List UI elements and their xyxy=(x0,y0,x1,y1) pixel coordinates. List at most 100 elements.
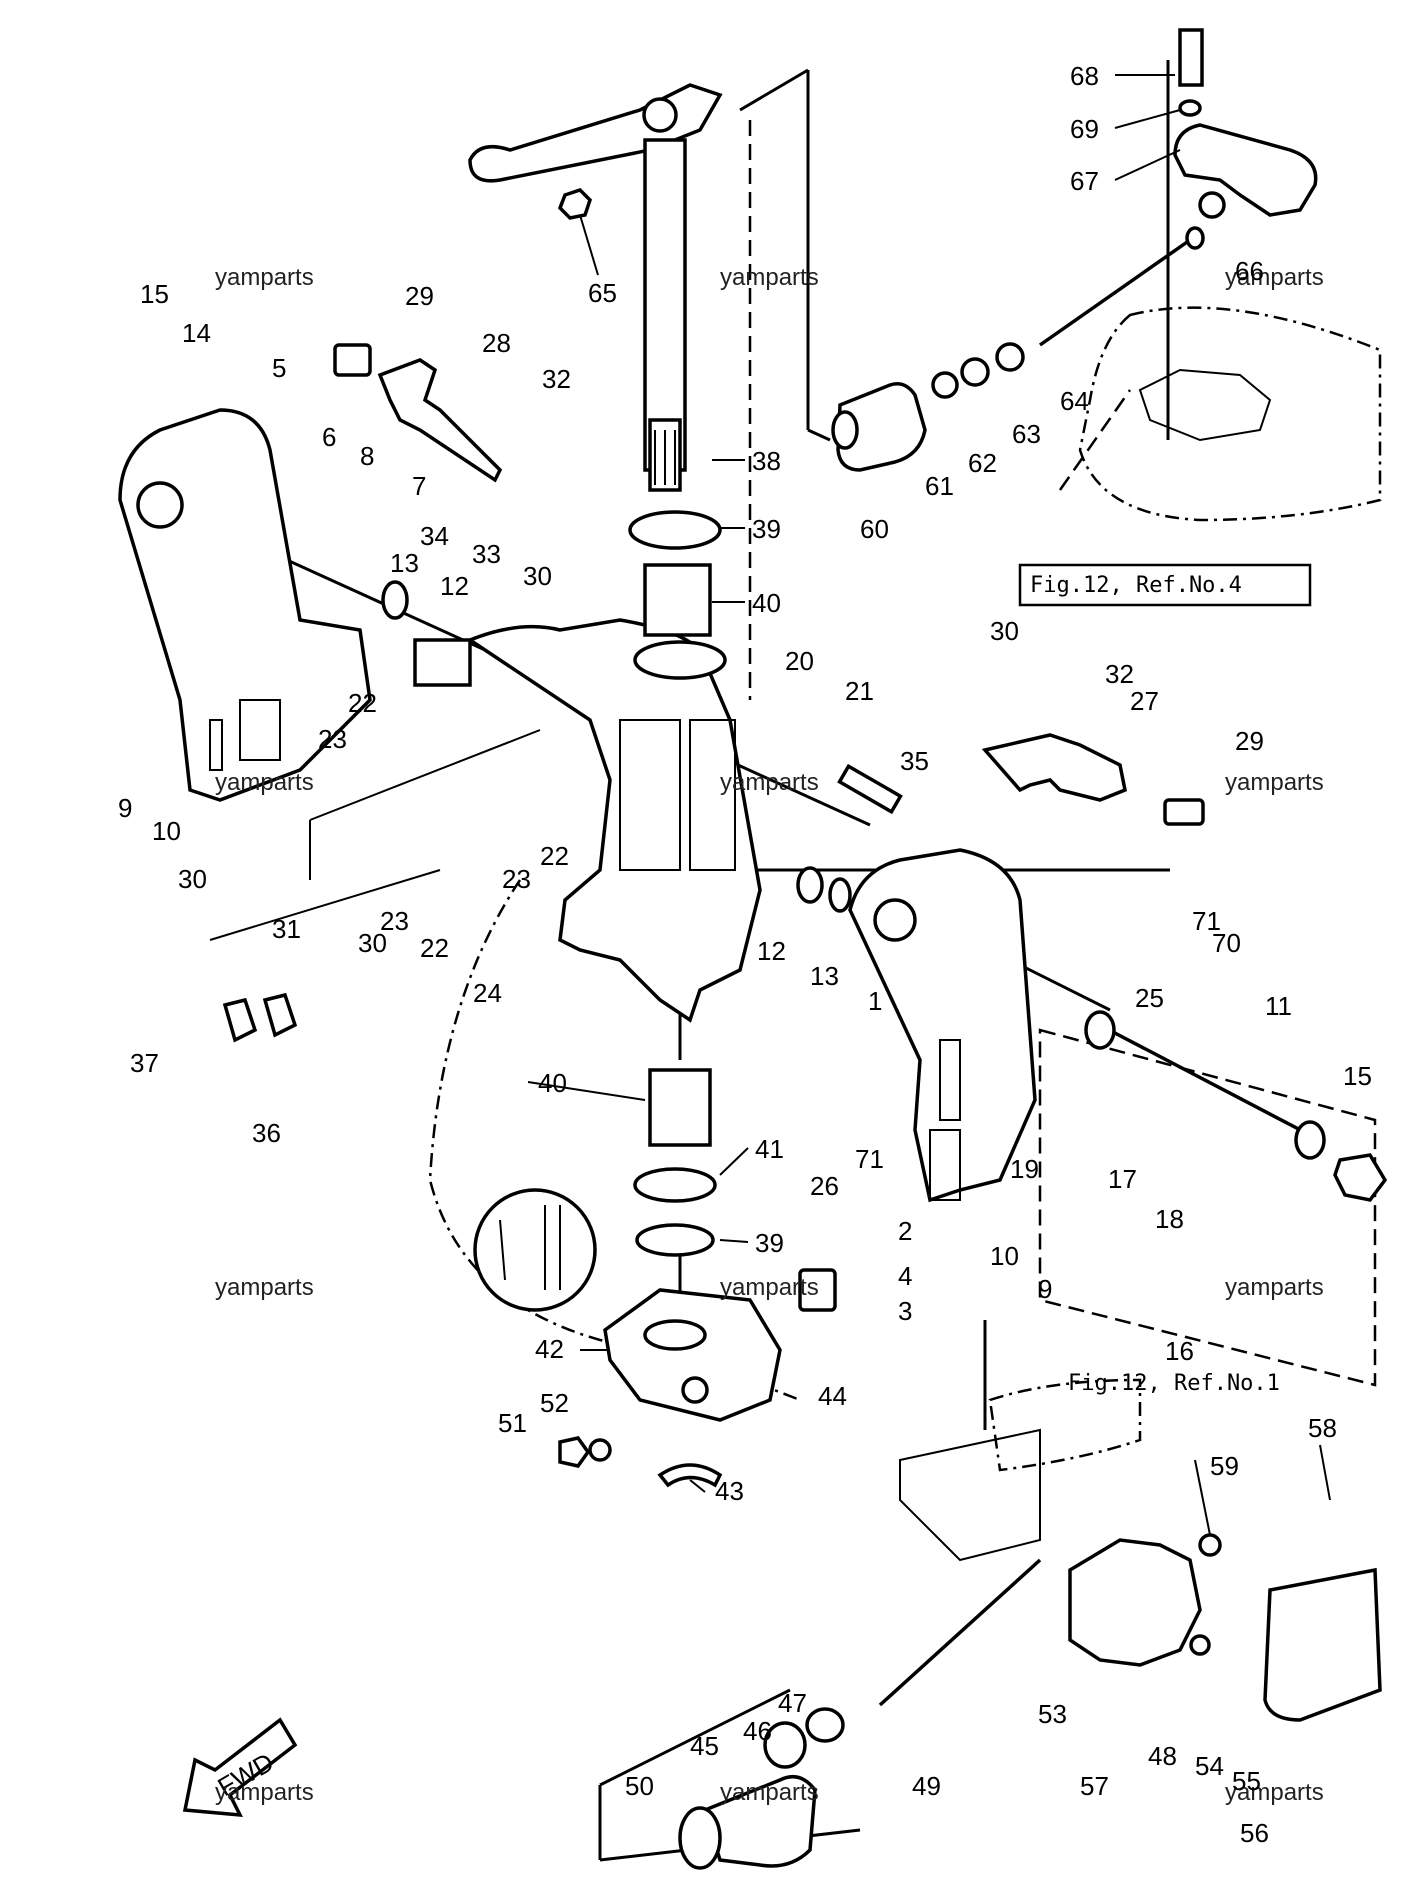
part-label-68: 68 xyxy=(1070,61,1099,91)
part-label-24: 24 xyxy=(473,978,502,1008)
part-label-34: 34 xyxy=(420,521,449,551)
part-label-30: 30 xyxy=(523,561,552,591)
part-label-25: 25 xyxy=(1135,983,1164,1013)
bushings-and-washers xyxy=(222,510,903,1257)
part-label-71b: 71 xyxy=(855,1144,884,1174)
part-label-9b: 9 xyxy=(1038,1274,1052,1304)
upper-mount-cover-67 xyxy=(1173,28,1318,219)
part-label-59: 59 xyxy=(1210,1451,1239,1481)
watermark-text: yamparts xyxy=(720,1779,819,1806)
part-label-33: 33 xyxy=(472,539,501,569)
part-label-13: 13 xyxy=(390,548,419,578)
fig-ref4-outline xyxy=(1018,306,1382,607)
part-label-67: 67 xyxy=(1070,166,1099,196)
part-label-23c: 23 xyxy=(380,906,409,936)
part-label-17: 17 xyxy=(1108,1164,1137,1194)
part-label-45: 45 xyxy=(690,1731,719,1761)
part-label-47: 47 xyxy=(778,1688,807,1718)
part-label-56: 56 xyxy=(1240,1818,1269,1848)
clamp-bracket-left xyxy=(118,408,372,802)
part-label-48: 48 xyxy=(1148,1741,1177,1771)
part-label-46: 46 xyxy=(743,1716,772,1746)
part-label-19: 19 xyxy=(1010,1154,1039,1184)
part-label-7: 7 xyxy=(412,471,426,501)
part-label-28: 28 xyxy=(482,328,511,358)
part-label-10b: 10 xyxy=(990,1241,1019,1271)
watermark-text: yamparts xyxy=(215,264,314,291)
part-label-10: 10 xyxy=(152,816,181,846)
part-label-26: 26 xyxy=(810,1171,839,1201)
watermarks: yamparts yamparts yamparts yamparts yamp… xyxy=(215,264,1324,1806)
part-label-41: 41 xyxy=(755,1134,784,1164)
watermark-text: yamparts xyxy=(1225,264,1324,291)
part-label-30c: 30 xyxy=(358,928,387,958)
part-label-32: 32 xyxy=(542,364,571,394)
part-label-69: 69 xyxy=(1070,114,1099,144)
watermark-text: yamparts xyxy=(1225,1274,1324,1301)
part-label-12: 12 xyxy=(440,571,469,601)
part-label-3: 3 xyxy=(898,1296,912,1326)
watermark-text: yamparts xyxy=(1225,769,1324,796)
part-label-15: 15 xyxy=(140,279,169,309)
part-callouts: 1 2 3 4 5 6 7 8 9 9 10 10 11 12 12 13 13… xyxy=(118,61,1372,1848)
part-label-39b: 39 xyxy=(755,1228,784,1258)
part-label-50: 50 xyxy=(625,1771,654,1801)
part-label-22c: 22 xyxy=(420,933,449,963)
part-label-1: 1 xyxy=(868,986,882,1016)
part-label-66: 66 xyxy=(1235,256,1264,286)
watermark-text: yamparts xyxy=(720,264,819,291)
part-label-6: 6 xyxy=(322,422,336,452)
part-label-35: 35 xyxy=(900,746,929,776)
part-label-12b: 12 xyxy=(757,936,786,966)
lower-mount-45 xyxy=(678,1558,1042,1870)
part-label-38: 38 xyxy=(752,446,781,476)
fig-ref1-outline xyxy=(899,1378,1142,1562)
lower-mount-housing-42 xyxy=(558,1268,837,1488)
part-label-32b: 32 xyxy=(1105,659,1134,689)
steering-arm-assembly xyxy=(468,83,723,492)
part-label-54: 54 xyxy=(1195,1751,1224,1781)
tilt-tube-11 xyxy=(1084,1010,1388,1202)
part-label-39: 39 xyxy=(752,514,781,544)
part-label-37: 37 xyxy=(130,1048,159,1078)
part-label-8: 8 xyxy=(360,441,374,471)
part-label-60: 60 xyxy=(860,514,889,544)
part-label-63: 63 xyxy=(1012,419,1041,449)
part-label-18: 18 xyxy=(1155,1204,1184,1234)
part-label-4: 4 xyxy=(898,1261,912,1291)
part-label-58: 58 xyxy=(1308,1413,1337,1443)
part-label-20: 20 xyxy=(785,646,814,676)
part-label-71: 71 xyxy=(1192,906,1221,936)
part-label-31: 31 xyxy=(272,914,301,944)
part-label-49: 49 xyxy=(912,1771,941,1801)
watermark-text: yamparts xyxy=(720,1274,819,1301)
part-label-13b: 13 xyxy=(810,961,839,991)
part-label-36: 36 xyxy=(252,1118,281,1148)
watermark-text: yamparts xyxy=(1225,1779,1324,1806)
part-label-2: 2 xyxy=(898,1216,912,1246)
part-label-11: 11 xyxy=(1265,991,1292,1021)
part-label-40: 40 xyxy=(752,588,781,618)
watermark-text: yamparts xyxy=(215,1274,314,1301)
part-label-29b: 29 xyxy=(1235,726,1264,756)
part-label-43: 43 xyxy=(715,1476,744,1506)
part-label-30b: 30 xyxy=(178,864,207,894)
swivel-bracket xyxy=(466,618,762,1023)
part-label-5: 5 xyxy=(272,353,286,383)
part-label-42: 42 xyxy=(535,1334,564,1364)
fig-ref4-label: Fig.12, Ref.No.4 xyxy=(1030,573,1242,598)
part-label-52: 52 xyxy=(540,1388,569,1418)
steering-linkage-27-28 xyxy=(333,343,1205,826)
part-label-61: 61 xyxy=(925,471,954,501)
part-label-44: 44 xyxy=(818,1381,847,1411)
part-label-9: 9 xyxy=(118,793,132,823)
watermark-text: yamparts xyxy=(720,769,819,796)
fig-ref1-label: Fig.12, Ref.No.1 xyxy=(1068,1371,1280,1396)
part-label-55: 55 xyxy=(1232,1766,1261,1796)
part-label-40b: 40 xyxy=(538,1068,567,1098)
watermark-text: yamparts xyxy=(215,769,314,796)
callout-leaders xyxy=(527,74,1331,1536)
part-label-51: 51 xyxy=(498,1408,527,1438)
wiring-detail-inset xyxy=(473,1188,597,1312)
